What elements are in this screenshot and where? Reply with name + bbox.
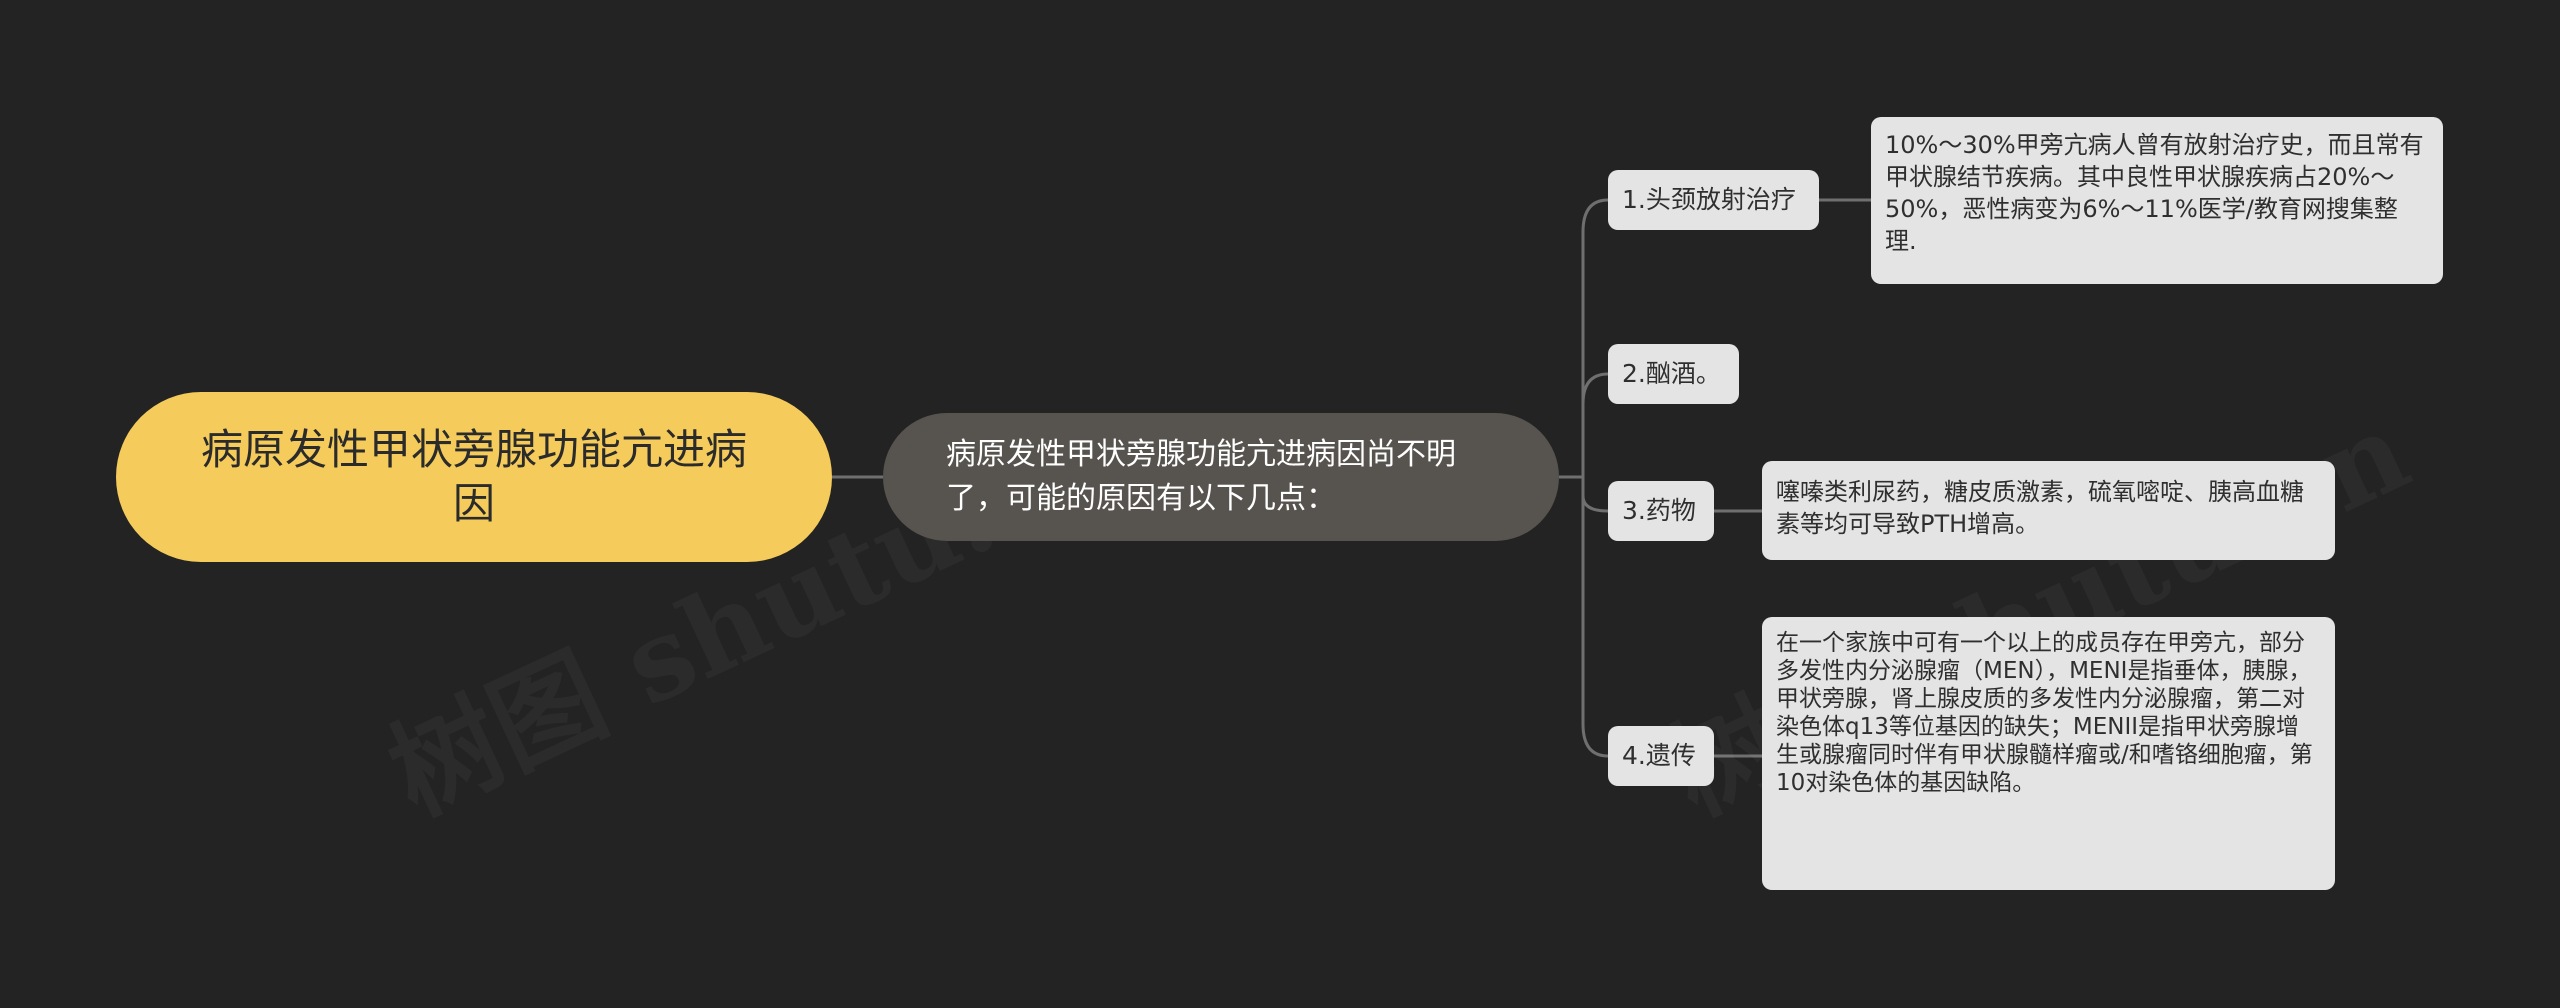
- branch-node-heredity[interactable]: 4.遗传: [1608, 726, 1714, 786]
- central-topic-node[interactable]: 病原发性甲状旁腺功能亢进病因尚不明了，可能的原因有以下几点：: [883, 413, 1559, 541]
- detail-text: 10%～30%甲旁亢病人曾有放射治疗史，而且常有甲状腺结节疾病。其中良性甲状腺疾…: [1885, 131, 2424, 255]
- root-topic-node[interactable]: 病原发性甲状旁腺功能亢进病因: [116, 392, 832, 562]
- hub-to-branch-1-connector: [1581, 198, 1609, 477]
- branch-label: 2.酗酒。: [1622, 359, 1721, 388]
- detail-node-drugs[interactable]: 噻嗪类利尿药，糖皮质激素，硫氧嘧啶、胰高血糖素等均可导致PTH增高。: [1762, 461, 2335, 560]
- detail-node-heredity[interactable]: 在一个家族中可有一个以上的成员存在甲旁亢，部分多发性内分泌腺瘤（MEN），MEN…: [1762, 617, 2335, 890]
- branch-label: 1.头颈放射治疗: [1622, 185, 1796, 214]
- detail-node-radiotherapy[interactable]: 10%～30%甲旁亢病人曾有放射治疗史，而且常有甲状腺结节疾病。其中良性甲状腺疾…: [1871, 117, 2443, 284]
- central-topic-label: 病原发性甲状旁腺功能亢进病因尚不明了，可能的原因有以下几点：: [946, 437, 1456, 516]
- root-topic-label: 病原发性甲状旁腺功能亢进病因: [200, 425, 747, 528]
- branch-label: 4.遗传: [1622, 741, 1696, 770]
- branch-node-drugs[interactable]: 3.药物: [1608, 481, 1714, 541]
- hub-to-branch-4-connector: [1581, 477, 1609, 758]
- branch-node-radiotherapy[interactable]: 1.头颈放射治疗: [1608, 170, 1819, 230]
- hub-to-branch-3-connector: [1581, 477, 1609, 513]
- hub-to-branch-2-connector: [1581, 372, 1609, 477]
- detail-text: 在一个家族中可有一个以上的成员存在甲旁亢，部分多发性内分泌腺瘤（MEN），MEN…: [1776, 630, 2313, 796]
- branch-label: 3.药物: [1622, 496, 1696, 525]
- branch-node-alcohol[interactable]: 2.酗酒。: [1608, 344, 1739, 404]
- detail-text: 噻嗪类利尿药，糖皮质激素，硫氧嘧啶、胰高血糖素等均可导致PTH增高。: [1776, 478, 2304, 538]
